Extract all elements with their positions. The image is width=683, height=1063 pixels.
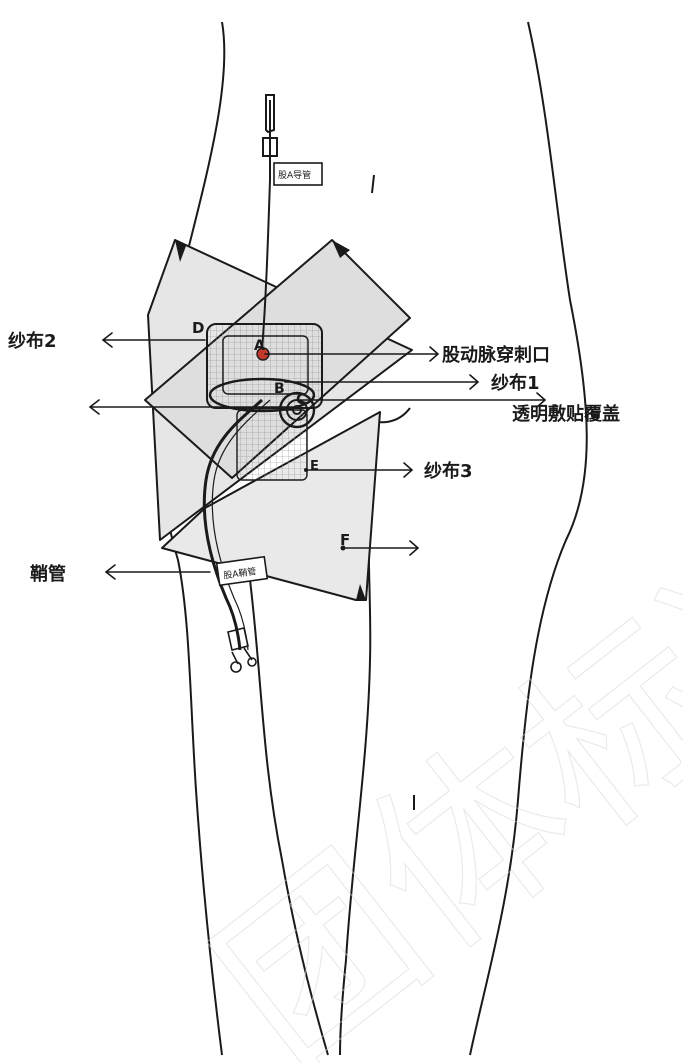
callout-gauze-1: 纱布1: [491, 373, 540, 394]
arrow-left-dressing: [88, 399, 301, 415]
navel-mark: [371, 174, 375, 194]
callout-femoral-puncture-site: 股动脉穿刺口: [442, 345, 550, 366]
upper-tag: [273, 162, 323, 186]
arrow-transparent-dressing: [299, 392, 547, 408]
left-inner-thigh-contour: [249, 579, 329, 1056]
sheath-tube: [202, 398, 264, 651]
lower-tag: [215, 555, 269, 587]
point-label-e: E: [310, 459, 319, 474]
sheath-cap: [230, 661, 242, 673]
coil-inner: [292, 405, 302, 415]
arrow-gauze-1: [284, 374, 480, 390]
sheath-tube-inner: [211, 399, 271, 651]
upper-tag-text: 股A导管: [278, 169, 311, 181]
callout-transparent-dressing-cover: 透明敷贴覆盖: [512, 404, 620, 425]
coil-outer: [278, 391, 316, 429]
arrow-gauze-3: [305, 462, 414, 478]
arrow-sheath: [104, 564, 211, 580]
leader-arrows: [88, 332, 547, 580]
arrow-f: [345, 540, 420, 556]
catheter-assembly: [202, 94, 323, 673]
point-label-d: D: [192, 319, 204, 337]
arrow-gauze-2: [101, 332, 206, 348]
coil-middle: [286, 399, 308, 421]
transparent-dressing: [206, 323, 323, 481]
catheter-loop: [208, 377, 316, 413]
point-label-a: A: [254, 338, 265, 354]
callout-gauze-2: 纱布2: [8, 331, 57, 352]
right-leg-outer-contour: [469, 21, 588, 1056]
left-leg-outer-contour: [160, 21, 226, 1056]
point-label-f: F: [340, 531, 350, 549]
point-label-b: B: [274, 381, 285, 397]
sheath-cap-2: [247, 657, 257, 667]
arrow-puncture: [264, 346, 440, 362]
catheter-hub: [262, 94, 278, 157]
callout-sheath: 鞘管: [30, 564, 66, 585]
callout-gauze-3: 纱布3: [424, 461, 473, 482]
dressing-inner-frame: [222, 335, 309, 395]
gauze-3-shape: [161, 411, 381, 601]
catheter-line: [261, 100, 271, 351]
